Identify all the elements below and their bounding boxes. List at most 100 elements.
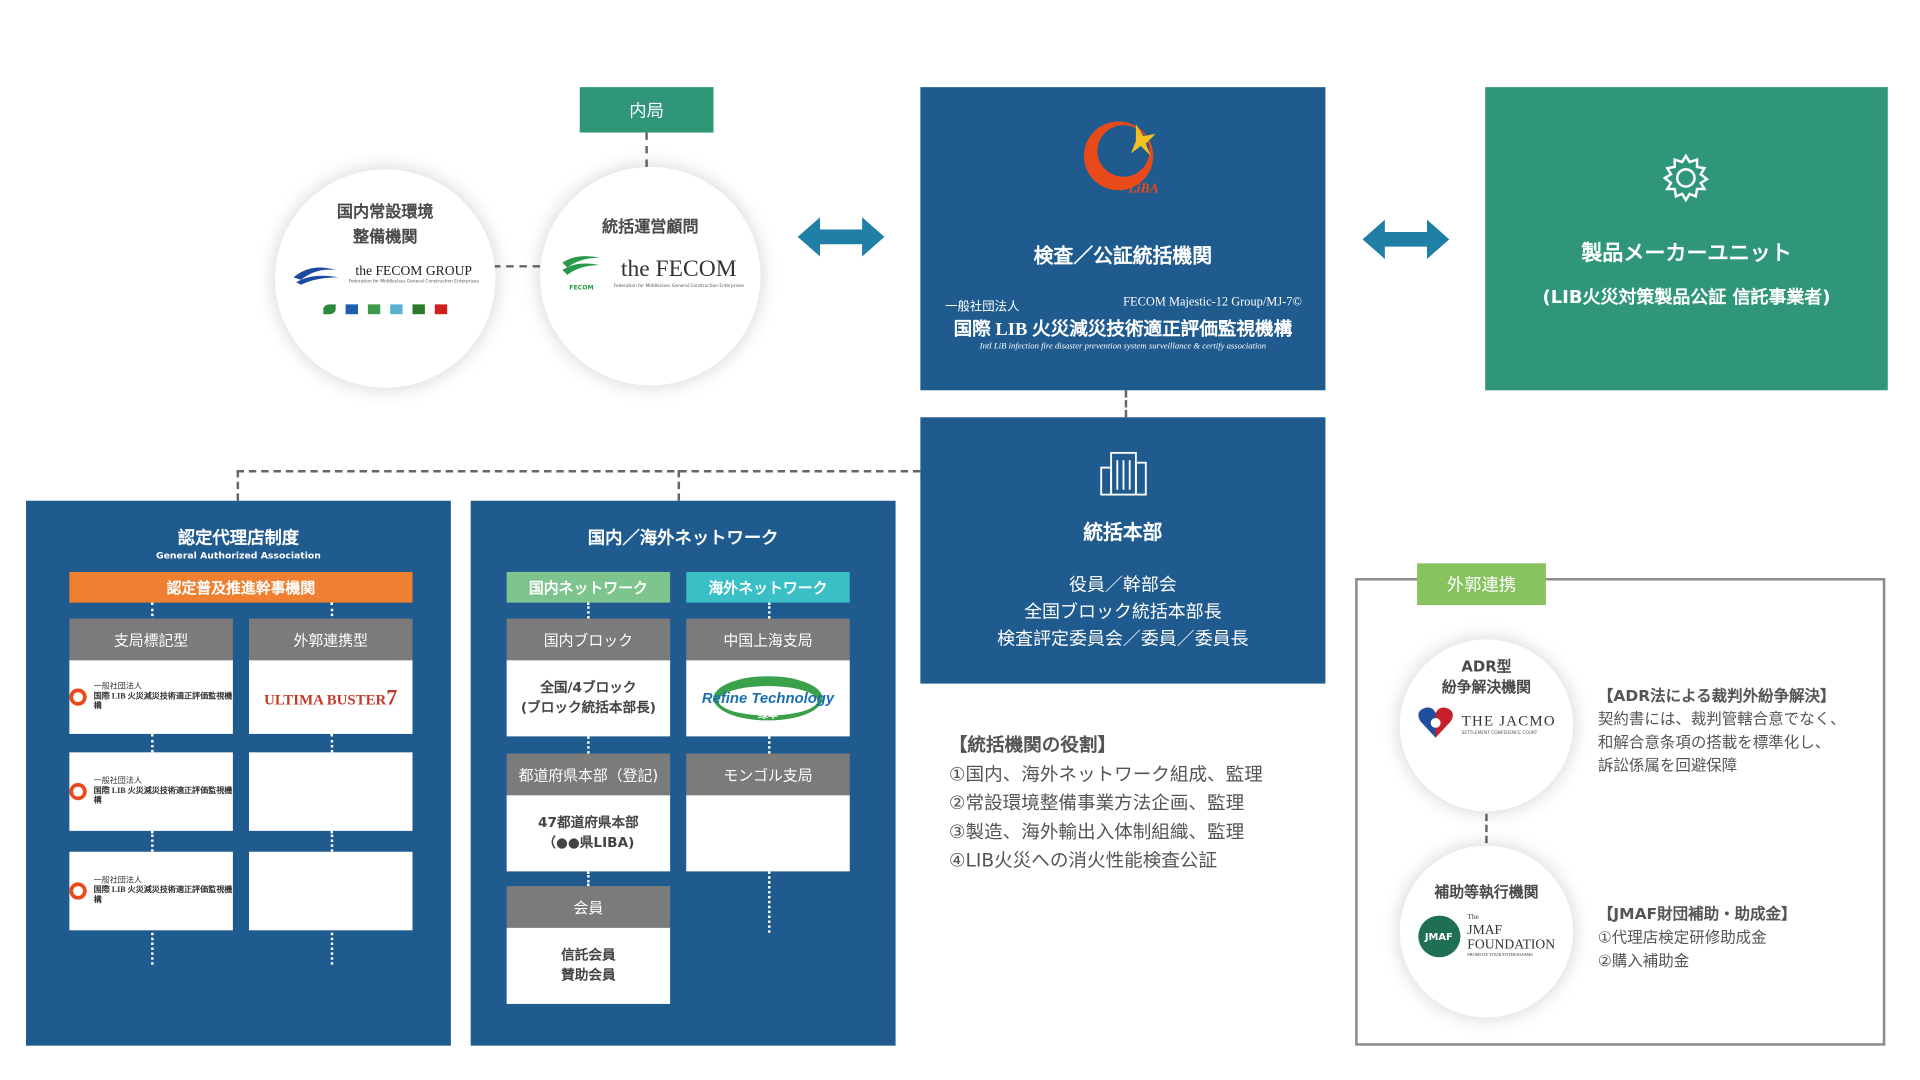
pref-body: （●●県LIBA) [542,834,635,851]
fecom-mark-icon [294,267,339,285]
connector [330,830,334,852]
svg-text:绿华: 绿华 [758,708,778,721]
connector [151,602,154,622]
network-title: 国内／海外ネットワーク [587,528,779,549]
fecom-group-text: the FECOM GROUP [355,263,473,279]
connector [151,733,154,753]
env-org-circle: 国内常設環境 整備機関 the FECOM GROUP Federation f… [274,169,496,388]
adr-desc-line: 契約書には、裁判管轄合意でなく、 [1597,709,1846,728]
jmaf-circle: 補助等執行機関 JMAF The JMAF FOUNDATION PROMOTE… [1399,845,1574,1018]
branch-card: 一般社団法人国際 LIB 火災減災技術適正評価監視機構 [69,851,233,931]
member-logo-icon [434,304,448,315]
mongol-head: モンゴル支局 [686,753,850,796]
member-logo-icon [390,304,403,315]
jmaf-desc-line: ①代理店検定研修助成金 [1597,927,1767,947]
jmaf-name: FOUNDATION [1467,937,1556,953]
jmaf-sub: PROMOTE YOUR ENTHUSIASMS [1467,952,1533,958]
adr-circle: ADR型 紛争解決機関 THE JACMO SETTLEMENT CONFERE… [1399,639,1574,812]
connector [587,602,590,619]
heart-icon [1418,707,1453,738]
block-card: 全国/4ブロック (ブロック統括本部長) [506,660,671,737]
connector [330,733,334,753]
member-logo-icon [323,304,336,315]
connector [767,871,771,933]
member-body: 賛助会員 [561,967,616,984]
member-logo-icon [412,304,425,315]
adr-desc: 【ADR法による裁判外紛争解決】 契約書には、裁判管轄合意でなく、 和解合意条項… [1598,684,1846,777]
fecom-logo: FECOM the FECOM Federation for Middlecla… [540,253,760,292]
member-body: 信託会員 [561,947,616,964]
agency-title: 認定代理店制度 [177,528,300,549]
connector [151,830,154,852]
connector [677,470,681,501]
connector [330,932,334,965]
member-logo-icon [345,304,358,315]
gear-icon [1662,153,1710,203]
roles-section: 【統括機関の役割】 ①国内、海外ネットワーク組成、監理 ②常設環境整備事業方法企… [949,731,1263,875]
roles-title: 【統括機関の役割】 [948,733,1117,757]
inspection-name-jp: 国際 LIB 火災減災技術適正評価監視機構 [953,320,1293,340]
pref-body: 47都道府県本部 [538,814,639,831]
jmaf-desc-line: ②購入補助金 [1597,951,1690,970]
fecom-mark-icon: FECOM [557,253,607,292]
domestic-head: 国内ネットワーク [506,571,671,603]
external-box: 外郭連携 ADR型 紛争解決機関 THE JACMO SETTLEMENT CO… [1355,563,1886,1046]
maker-unit-box: 製品メーカーユニット (LIB火災対策製品公証 信託事業者) [1485,87,1888,391]
hq-line: 役員／幹部会 [1068,575,1177,596]
liba-mini-icon [69,783,87,801]
overseas-head: 海外ネットワーク [686,571,850,603]
maker-subtitle: (LIB火災対策製品公証 信託事業者) [1542,288,1831,309]
connector [1485,813,1488,844]
double-arrow-icon [797,217,885,257]
empty-card [248,851,413,931]
refine-card: Refine Technology 绿华 [686,660,850,737]
connector [767,736,771,754]
liba-mini-logo: 一般社団法人国際 LIB 火災減災技術適正評価監視機構 [69,876,233,905]
member-card: 信託会員 賛助会員 [506,927,671,1004]
jacmo-text: THE JACMO [1461,711,1556,729]
svg-text:Refine Technology: Refine Technology [702,691,835,707]
fecom-group-sub: Federation for Middleclass General Const… [348,278,479,284]
roles-item: ④LIB火災への消火性能検査公証 [948,849,1218,872]
ultima-card: ULTIMA BUSTER7 [248,660,413,734]
jacmo-logo: THE JACMO SETTLEMENT CONFERENCE COURT [1400,706,1573,740]
connector [236,470,240,501]
external-type-head: 外郭連携型 [248,618,413,661]
naikyoku-label: 内局 [579,87,714,133]
svg-text:LiBA: LiBA [1127,181,1158,196]
advisor-title: 統括運営顧問 [601,218,699,237]
pref-card: 47都道府県本部 （●●県LIBA) [506,795,671,872]
inspection-name-en: Intl LiB infection fire disaster prevent… [979,341,1267,352]
env-org-title-2: 整備機関 [353,228,418,247]
connector [236,470,921,473]
block-body: (ブロック統括本部長) [520,699,656,716]
member-logos [275,304,495,315]
jmaf-desc: 【JMAF財団補助・助成金】 ①代理店検定研修助成金 ②購入補助金 [1598,902,1797,972]
inspection-line-left: 一般社団法人 [945,300,1020,315]
agency-panel: 認定代理店制度 General Authorized Association 認… [26,500,451,1046]
roles-item: ③製造、海外輸出入体制組織、監理 [948,820,1245,843]
refine-logo-icon: Refine Technology 绿华 [702,676,835,721]
subsidy-title: 補助等執行機関 [1434,883,1539,901]
roles-item: ①国内、海外ネットワーク組成、監理 [948,762,1263,785]
pref-head: 都道府県本部（登記) [506,753,671,796]
advisor-circle: 統括運営顧問 FECOM the FECOM Federation for Mi… [540,166,761,386]
adr-title-1: ADR型 [1461,657,1512,676]
liba-logo-icon: LiBA [1083,121,1159,196]
connector [587,871,590,887]
adr-desc-line: 和解合意条項の搭載を標準化し、 [1597,732,1831,752]
adr-desc-title: 【ADR法による裁判外紛争解決】 [1597,686,1836,705]
connector [767,602,771,619]
liba-mini-icon [69,882,87,900]
jmaf-the: The [1467,914,1479,922]
jmaf-name: JMAF [1467,922,1503,938]
block-body: 全国/4ブロック [540,679,637,696]
maker-title: 製品メーカーユニット [1581,241,1792,267]
connector [151,932,154,965]
hq-box: 統括本部 役員／幹部会 全国ブロック統括本部長 検査評定委員会／委員／委員長 [920,417,1326,684]
inspection-authority-box: LiBA 検査／公証統括機関 一般社団法人 FECOM Majestic-12 … [920,87,1326,391]
liba-mini-logo: 一般社団法人国際 LIB 火災減災技術適正評価監視機構 [69,682,233,711]
connector [645,132,648,167]
hq-line: 検査評定委員会／委員／委員長 [997,629,1249,650]
